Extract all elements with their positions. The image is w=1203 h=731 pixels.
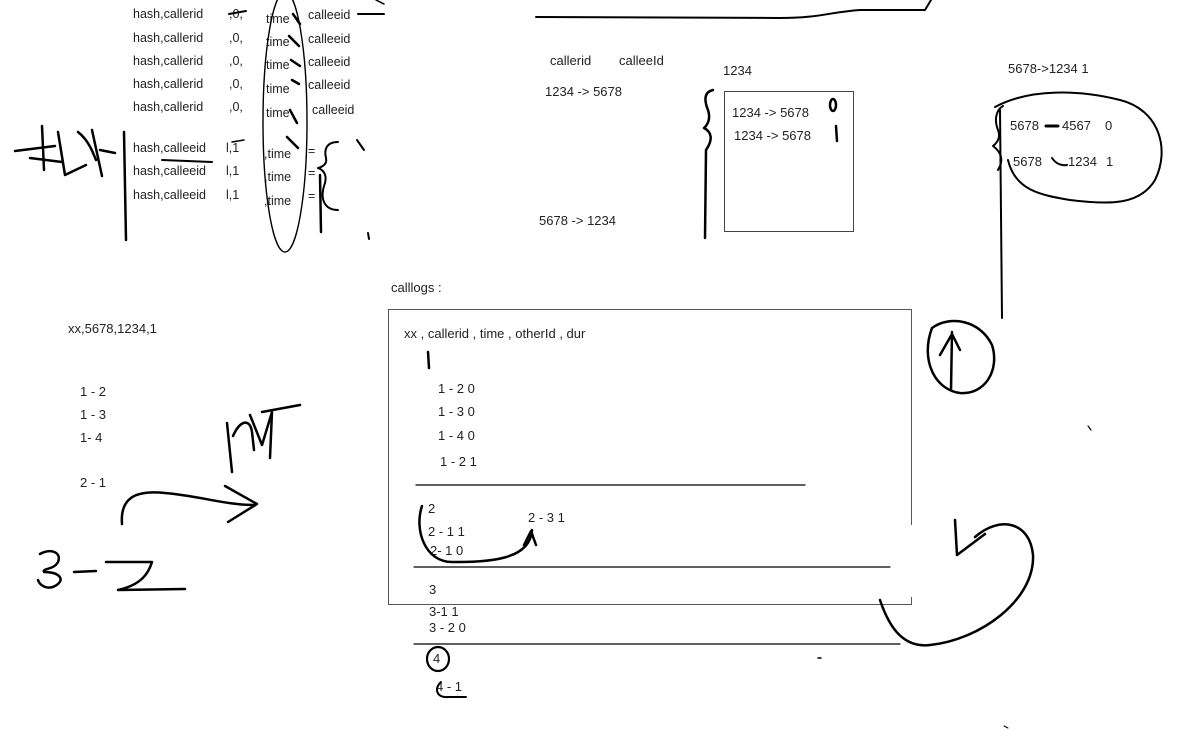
pair-item: 1 - 2 bbox=[80, 384, 107, 399]
mapping-row: 5678 -> 1234 bbox=[539, 213, 616, 228]
row-to: 1234 bbox=[1068, 154, 1097, 169]
box-title: 1234 bbox=[723, 63, 752, 78]
ink-dash bbox=[290, 78, 301, 86]
caller-peer: calleeid bbox=[308, 32, 351, 46]
pair-item: 2 - 1 bbox=[80, 475, 107, 490]
caller-time: time bbox=[266, 35, 290, 49]
ink-dash bbox=[288, 108, 299, 125]
ink-circle bbox=[926, 319, 996, 395]
caller-key: hash,callerid bbox=[133, 100, 204, 114]
ink-loop bbox=[994, 91, 1163, 204]
caller-peer: calleeid bbox=[308, 78, 351, 92]
caller-peer: calleeid bbox=[308, 55, 351, 69]
ink-scribble bbox=[72, 560, 187, 592]
ink-dash bbox=[287, 34, 301, 48]
caller-flag: ,0, bbox=[229, 7, 243, 21]
ink-bar bbox=[122, 130, 128, 242]
callee-time: ,time bbox=[264, 170, 292, 184]
caller-peer: calleeid bbox=[312, 103, 355, 117]
caller-time: time bbox=[266, 82, 290, 96]
box-row: 1234 -> 5678 bbox=[732, 105, 809, 120]
callee-time: ,time bbox=[264, 147, 292, 161]
caller-peer: calleeid bbox=[308, 8, 351, 22]
caller-time: time bbox=[266, 58, 290, 72]
ink-bar bbox=[999, 109, 1003, 319]
ink-arrow bbox=[938, 330, 962, 392]
caller-time: time bbox=[266, 106, 290, 120]
ink-dash bbox=[289, 58, 302, 68]
ink-dot bbox=[1003, 725, 1009, 729]
ink-arrow bbox=[953, 518, 987, 557]
log-entry: 3-1 1 bbox=[429, 604, 459, 619]
callee-eq: = bbox=[308, 189, 316, 203]
callee-time: ,time bbox=[264, 194, 292, 208]
log-entry: 2 - 1 1 bbox=[428, 524, 465, 539]
row-from: 5678 bbox=[1013, 154, 1042, 169]
row-from: 5678 bbox=[1010, 118, 1039, 133]
header-calleeid: calleeId bbox=[619, 53, 664, 68]
ink-brace bbox=[317, 141, 339, 211]
ink-dot bbox=[1087, 425, 1092, 431]
caller-flag: ,0, bbox=[229, 77, 243, 91]
log-entry: 1 - 2 0 bbox=[438, 381, 475, 396]
callee-key: hash,calleeid bbox=[133, 188, 206, 202]
log-entry: 4 - 1 bbox=[436, 679, 463, 694]
callee-flag: l,1 bbox=[226, 164, 240, 178]
log-entry: 1 - 2 1 bbox=[440, 454, 477, 469]
ink-bar bbox=[318, 173, 323, 234]
ink-dash bbox=[291, 12, 302, 26]
mapping-box: 1234 -> 5678 1234 -> 5678 bbox=[724, 91, 854, 232]
caller-key: hash,callerid bbox=[133, 77, 204, 91]
ink-scribble bbox=[13, 124, 117, 178]
row-to: 4567 bbox=[1062, 118, 1091, 133]
ink-curve bbox=[535, 0, 932, 19]
ink-dash bbox=[367, 232, 370, 240]
caller-key: hash,callerid bbox=[133, 31, 204, 45]
calllogs-label: calllogs : bbox=[391, 280, 442, 295]
ink-brace bbox=[992, 105, 1004, 171]
group-head: 2 bbox=[428, 501, 436, 516]
log-entry: 2 - 3 1 bbox=[528, 510, 565, 525]
callee-flag: l,1 bbox=[226, 188, 240, 202]
caller-time: time bbox=[266, 12, 290, 26]
callee-eq: = bbox=[308, 144, 316, 158]
group-head: 3 bbox=[429, 582, 437, 597]
sample-record: xx,5678,1234,1 bbox=[68, 321, 157, 336]
caller-flag: ,0, bbox=[229, 100, 243, 114]
calllogs-schema: xx , callerid , time , otherId , dur bbox=[404, 326, 586, 341]
mapping-row: 1234 -> 5678 bbox=[545, 84, 622, 99]
border-gap bbox=[905, 525, 917, 597]
log-entry: 3 - 2 0 bbox=[429, 620, 466, 635]
callee-key: hash,calleeid bbox=[133, 141, 206, 155]
group-head: 4 bbox=[433, 651, 441, 666]
ink-dash bbox=[356, 139, 365, 151]
caller-key: hash,callerid bbox=[133, 54, 204, 68]
callee-flag: l,1 bbox=[226, 141, 240, 155]
header-callerid: callerid bbox=[550, 53, 592, 68]
ink-scribble bbox=[225, 403, 302, 474]
box-row: 1234 -> 5678 bbox=[734, 128, 811, 143]
ink-dash bbox=[1051, 157, 1068, 167]
pair-item: 1- 4 bbox=[80, 430, 103, 445]
pair-item: 1 - 3 bbox=[80, 407, 107, 422]
ink-arrow bbox=[120, 484, 259, 526]
log-entry: 1 - 4 0 bbox=[438, 428, 475, 443]
ink-scribble bbox=[36, 550, 62, 589]
log-entry: 2- 1 0 bbox=[430, 543, 464, 558]
row-flag: 1 bbox=[1106, 154, 1114, 169]
caller-key: hash,callerid bbox=[133, 7, 204, 21]
ink-bar bbox=[161, 159, 213, 163]
callee-eq: = bbox=[308, 166, 316, 180]
caller-flag: ,0, bbox=[229, 31, 243, 45]
ink-brace bbox=[702, 88, 715, 240]
callee-key: hash,calleeid bbox=[133, 164, 206, 178]
ink-dash bbox=[375, 0, 385, 5]
calllogs-box bbox=[388, 309, 912, 605]
caller-flag: ,0, bbox=[229, 54, 243, 68]
log-entry: 1 - 3 0 bbox=[438, 404, 475, 419]
top-right-title: 5678->1234 1 bbox=[1008, 61, 1089, 76]
row-flag: 0 bbox=[1105, 118, 1113, 133]
